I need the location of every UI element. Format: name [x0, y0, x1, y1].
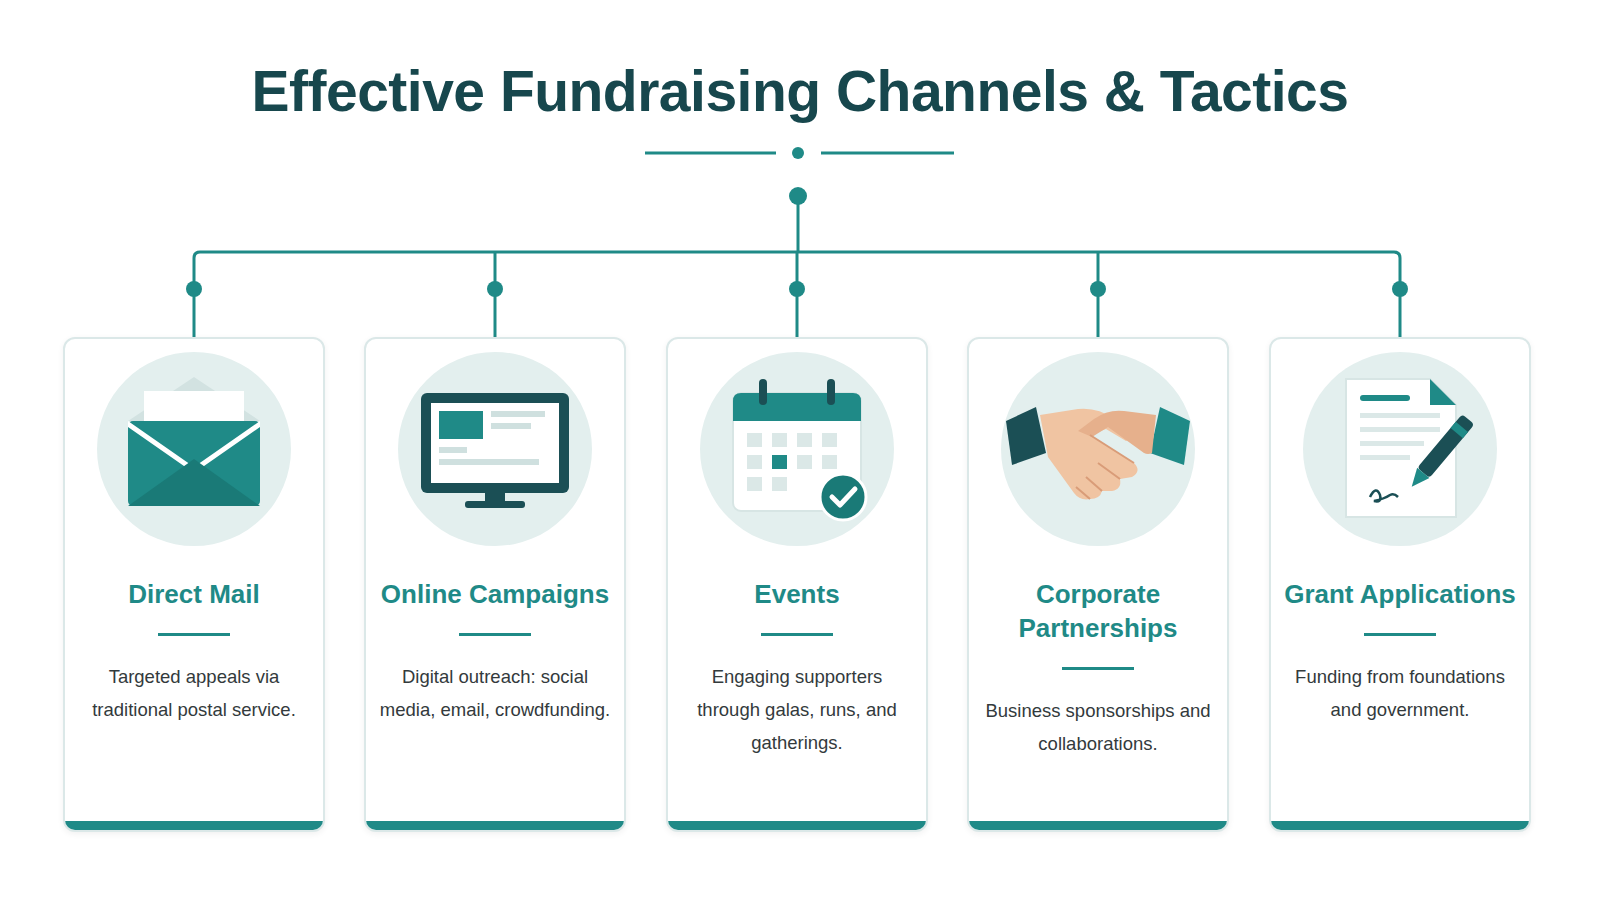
- trunk-line: [797, 196, 800, 252]
- branch-bar: [194, 252, 1400, 337]
- card-accent-bar: [366, 821, 624, 830]
- branch-dot: [487, 281, 503, 297]
- card-description: Targeted appeals via traditional postal …: [78, 660, 310, 726]
- channel-card: Corporate PartnershipsBusiness sponsorsh…: [967, 337, 1229, 832]
- channel-card: Online CampaignsDigital outreach: social…: [364, 337, 626, 832]
- card-description: Funding from foundations and government.: [1284, 660, 1516, 726]
- channel-card: Direct MailTargeted appeals via traditio…: [63, 337, 325, 832]
- card-description: Business sponsorships and collaborations…: [982, 694, 1214, 760]
- card-description: Engaging supporters through galas, runs,…: [681, 660, 913, 759]
- branch-line: [494, 252, 497, 337]
- card-heading: Events: [677, 577, 917, 611]
- channel-card: EventsEngaging supporters through galas,…: [666, 337, 928, 832]
- branch-dot: [186, 281, 202, 297]
- channel-card: Grant ApplicationsFunding from foundatio…: [1269, 337, 1531, 832]
- card-heading: Grant Applications: [1280, 577, 1520, 611]
- title-rule: [645, 152, 776, 155]
- card-accent-bar: [1271, 821, 1529, 830]
- diagram-title: Effective Fundraising Channels & Tactics: [0, 58, 1600, 124]
- branch-line: [796, 252, 799, 337]
- title-dot: [792, 147, 804, 159]
- title-rule: [821, 152, 954, 155]
- heading-underline: [459, 633, 531, 636]
- branch-dot: [1392, 281, 1408, 297]
- branch-line: [1097, 252, 1100, 337]
- card-heading: Direct Mail: [74, 577, 314, 611]
- root-dot: [789, 187, 807, 205]
- heading-underline: [158, 633, 230, 636]
- card-heading: Corporate Partnerships: [978, 577, 1218, 645]
- card-accent-bar: [668, 821, 926, 830]
- heading-underline: [1364, 633, 1436, 636]
- branch-dot: [789, 281, 805, 297]
- heading-underline: [1062, 667, 1134, 670]
- card-accent-bar: [65, 821, 323, 830]
- card-accent-bar: [969, 821, 1227, 830]
- heading-underline: [761, 633, 833, 636]
- branch-dot: [1090, 281, 1106, 297]
- card-heading: Online Campaigns: [375, 577, 615, 611]
- card-description: Digital outreach: social media, email, c…: [379, 660, 611, 726]
